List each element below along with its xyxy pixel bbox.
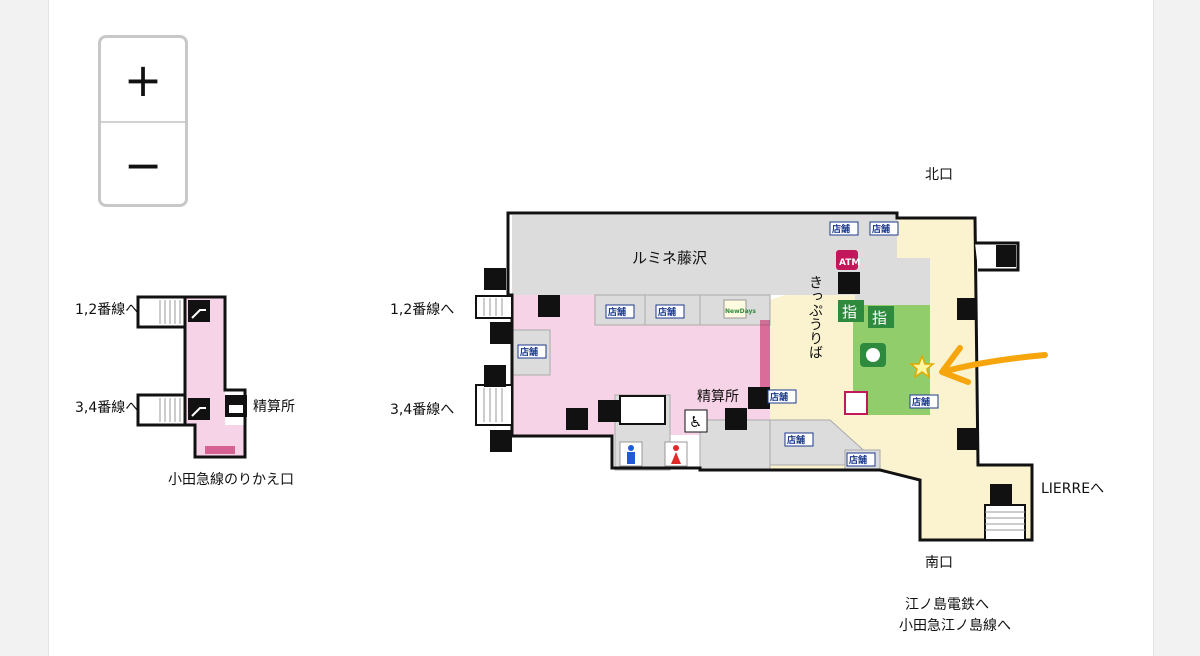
zoom-in-button[interactable]: + <box>123 52 163 107</box>
coin-locker-icon <box>957 428 977 450</box>
pointer-arrow-icon <box>939 345 1048 385</box>
south-exit-label: 南口 <box>925 555 953 571</box>
left-fare-adjust-label: 精算所 <box>253 399 295 415</box>
ticket-counter-label: きっぷうりば <box>807 275 823 359</box>
platform-34-label: 3,4番線へ <box>390 402 454 418</box>
shop-tags: 店舗 店舗 店舗 店舗 店舗 店舗 店舗 店舗 店舗 <box>517 221 939 467</box>
left-platform-12-label: 1,2番線へ <box>75 302 139 318</box>
newdays-logo <box>723 299 747 319</box>
zoom-out-button[interactable]: − <box>123 137 163 192</box>
odakyu-transfer-label: 小田急線のりかえ口 <box>168 472 294 488</box>
ticket-gate-icon <box>760 320 770 390</box>
coin-locker-icon <box>957 298 977 320</box>
shop-tag: 店舗 <box>832 223 850 235</box>
elevator-icon <box>538 295 560 317</box>
escalator-icon <box>484 365 506 387</box>
svg-text:♿: ♿ <box>689 413 702 431</box>
reserved-ticket-label: 指 <box>842 303 857 321</box>
escalator-icon <box>598 400 620 422</box>
elevator-icon <box>566 408 588 430</box>
lierre-label: LIERREへ <box>1041 481 1104 497</box>
elevator-icon <box>748 387 770 409</box>
gate-icon <box>205 446 235 454</box>
enoden-label: 江ノ島電鉄へ <box>905 597 989 613</box>
main-floor <box>475 211 1034 542</box>
newdays-label: NewDays <box>725 308 756 315</box>
escalator-icon <box>490 322 512 344</box>
reserved-ticket-icon <box>868 306 894 328</box>
zoom-control: + − <box>98 35 188 207</box>
shop-tag: 店舗 <box>849 454 867 466</box>
accessible-icon <box>684 409 708 433</box>
odakyu-enoshima-label: 小田急江ノ島線へ <box>899 618 1011 634</box>
shop-tag: 店舗 <box>787 434 805 446</box>
escalator-icon <box>990 484 1012 506</box>
fare-adjust-label: 精算所 <box>697 389 739 405</box>
zoom-divider <box>101 121 185 123</box>
staff-counter-icon <box>725 408 747 430</box>
shop-tag: 店舗 <box>520 346 538 358</box>
atm-label: ATM <box>839 258 860 268</box>
north-exit-label: 北口 <box>925 167 953 183</box>
shop-tag: 店舗 <box>872 223 890 235</box>
reserved-ticket-icon <box>838 300 864 322</box>
shop-tag: 店舗 <box>658 306 676 318</box>
lumine-label: ルミネ藤沢 <box>632 249 707 267</box>
main-icons: ♿ ATM 指 指 NewDays <box>484 245 1016 506</box>
shop-tag: 店舗 <box>912 396 930 408</box>
shop-tag: 店舗 <box>608 306 626 318</box>
atm-icon <box>836 250 858 270</box>
star-icon <box>908 353 936 379</box>
info-icon <box>844 391 868 415</box>
reserved-ticket-label: 指 <box>872 309 887 327</box>
left-floor: 1,2番線へ 3,4番線へ 精算所 小田急線のりかえ口 <box>75 295 295 488</box>
shop-tag: 店舗 <box>770 391 788 403</box>
ticket-machine-icon <box>838 272 860 294</box>
platform-12-label: 1,2番線へ <box>390 302 454 318</box>
left-platform-34-label: 3,4番線へ <box>75 400 139 416</box>
elevator-icon <box>996 245 1016 267</box>
escalator-icon <box>484 268 506 290</box>
escalator-icon <box>490 430 512 452</box>
